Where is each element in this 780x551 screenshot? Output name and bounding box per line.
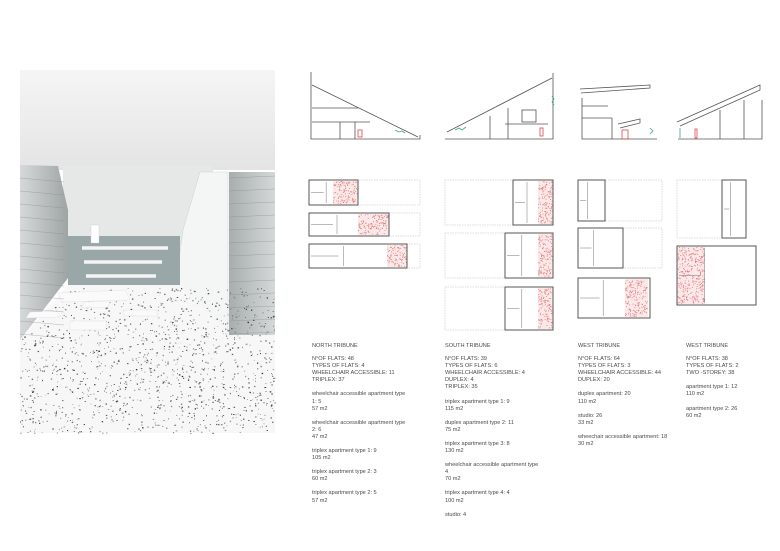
flat-info-block: studio: 4 (445, 512, 555, 519)
info-line: WHEELCHAIR ACCESSIBLE: 4 (445, 370, 525, 377)
info-line: 75 m2 (445, 426, 461, 433)
info-line: 2: 6 (312, 426, 322, 433)
info-line: triplex apartment type 1: 9 (445, 398, 510, 405)
info-line: N°OF FLATS: 48 (312, 356, 354, 363)
info-line: 110 m2 (578, 398, 597, 405)
info-line: DUPLEX: 4 (445, 377, 474, 384)
info-line: 33 m2 (578, 419, 594, 426)
info-line: TYPES OF FLATS: 3 (578, 363, 631, 370)
info-line: 130 m2 (445, 448, 464, 455)
info-line: apartment type 2: 26 (686, 405, 738, 412)
info-line: N°OF FLATS: 64 (578, 356, 620, 363)
info-line: 60 m2 (686, 412, 702, 419)
info-line: duplex apartment: 20 (578, 391, 631, 398)
info-line: 57 m2 (312, 405, 328, 412)
info-line: duplex apartment type 2: 11 (445, 419, 514, 426)
info-line: 100 m2 (445, 497, 464, 504)
info-line: TYPES OF FLATS: 2 (686, 363, 739, 370)
plan-west-tribune-2 (676, 179, 757, 306)
tribune-heading: NORTH TRIBUNE (312, 343, 358, 349)
info-line: 57 m2 (312, 497, 328, 504)
section-north-tribune (310, 72, 421, 140)
tribune-heading: SOUTH TRIBUNE (445, 343, 491, 349)
info-line: apartment type 1: 12 (686, 384, 738, 391)
section-south-tribune (445, 73, 555, 140)
info-line: 105 m2 (312, 455, 331, 462)
info-line: wheelchair accessible apartment type (312, 419, 406, 426)
info-line: 4 (445, 469, 449, 476)
info-line: triplex apartment type 3: 8 (445, 440, 510, 447)
info-line: TYPES OF FLATS: 4 (312, 363, 365, 370)
tribune-heading: WEST TRIBUNE (578, 343, 621, 349)
info-line: studio: 4 (445, 511, 467, 518)
info-line: 30 m2 (578, 440, 594, 447)
info-line: N°OF FLATS: 39 (445, 356, 487, 363)
plan-west-tribune-1 (577, 179, 663, 319)
tribune-heading: WEST TRIBUNE (686, 343, 729, 349)
interior-render (19, 70, 276, 434)
info-line: TYPES OF FLATS: 6 (445, 363, 498, 370)
info-line: TRIPLEX: 37 (312, 377, 345, 384)
info-line: TWO -STOREY: 38 (686, 370, 735, 377)
sections (310, 72, 763, 140)
info-line: DUPLEX: 20 (578, 377, 610, 384)
info-line: wheechair accessible apartment: 18 (578, 433, 668, 440)
section-west-tribune-2 (676, 84, 763, 140)
info-line: triplex apartment type 2: 5 (312, 490, 377, 497)
plan-north-tribune (308, 179, 421, 269)
info-line: WHEELCHAIR ACCESSIBLE: 11 (312, 370, 395, 377)
info-line: 1: 5 (312, 398, 322, 405)
info-line: wheelchair accessible apartment type (445, 462, 539, 469)
info-line: WHEELCHAIR ACCESSIBLE: 44 (578, 370, 662, 377)
info-line: 110 m2 (686, 391, 705, 398)
info-line: 70 m2 (445, 476, 461, 483)
info-line: triplex apartment type 2: 3 (312, 469, 377, 476)
info-line: studio: 26 (578, 412, 603, 419)
plan-south-tribune (444, 179, 554, 331)
info-line: 60 m2 (312, 476, 328, 483)
floor-plans (308, 179, 757, 331)
info-line: wheelchair accessible apartment type (312, 391, 406, 398)
info-line: 47 m2 (312, 433, 328, 440)
info-line: TRIPLEX: 35 (445, 384, 478, 391)
info-line: 115 m2 (445, 405, 464, 412)
info-line: triplex apartment type 1: 9 (312, 448, 377, 455)
info-line: triplex apartment type 4: 4 (445, 490, 510, 497)
section-west-tribune-1 (579, 84, 657, 140)
info-line: N°OF FLATS: 38 (686, 356, 728, 363)
